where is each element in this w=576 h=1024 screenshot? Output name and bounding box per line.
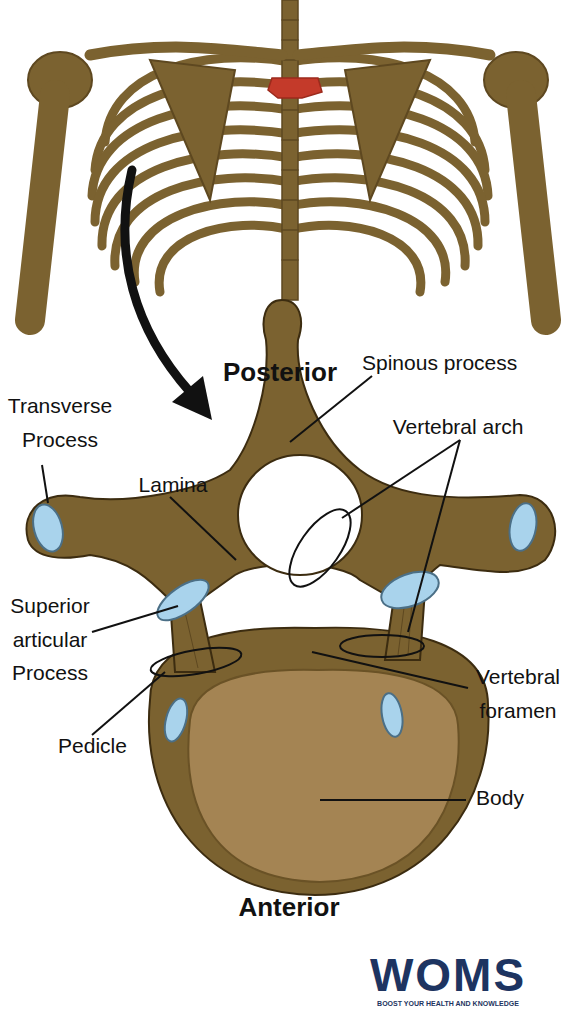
rib-cage xyxy=(28,0,548,320)
part-label: Vertebral arch xyxy=(378,410,538,444)
logo-text: WOMS xyxy=(338,952,558,998)
direction-label: Anterior xyxy=(214,887,364,929)
logo-tagline: BOOST YOUR HEALTH AND KNOWLEDGE xyxy=(338,1000,558,1007)
leader-lines xyxy=(42,376,468,800)
part-label: Spinous process xyxy=(362,346,542,380)
thoracic-vertebra xyxy=(27,300,556,895)
part-label: Vertebral foramen xyxy=(462,660,574,727)
part-label: Lamina xyxy=(128,468,218,502)
part-label: Superior articular Process xyxy=(0,589,100,690)
part-label: Pedicle xyxy=(45,729,140,763)
part-label: Transverse Process xyxy=(0,389,120,456)
pointer-arrow xyxy=(125,170,212,420)
direction-label: Posterior xyxy=(205,352,355,394)
part-label: Body xyxy=(460,781,540,815)
